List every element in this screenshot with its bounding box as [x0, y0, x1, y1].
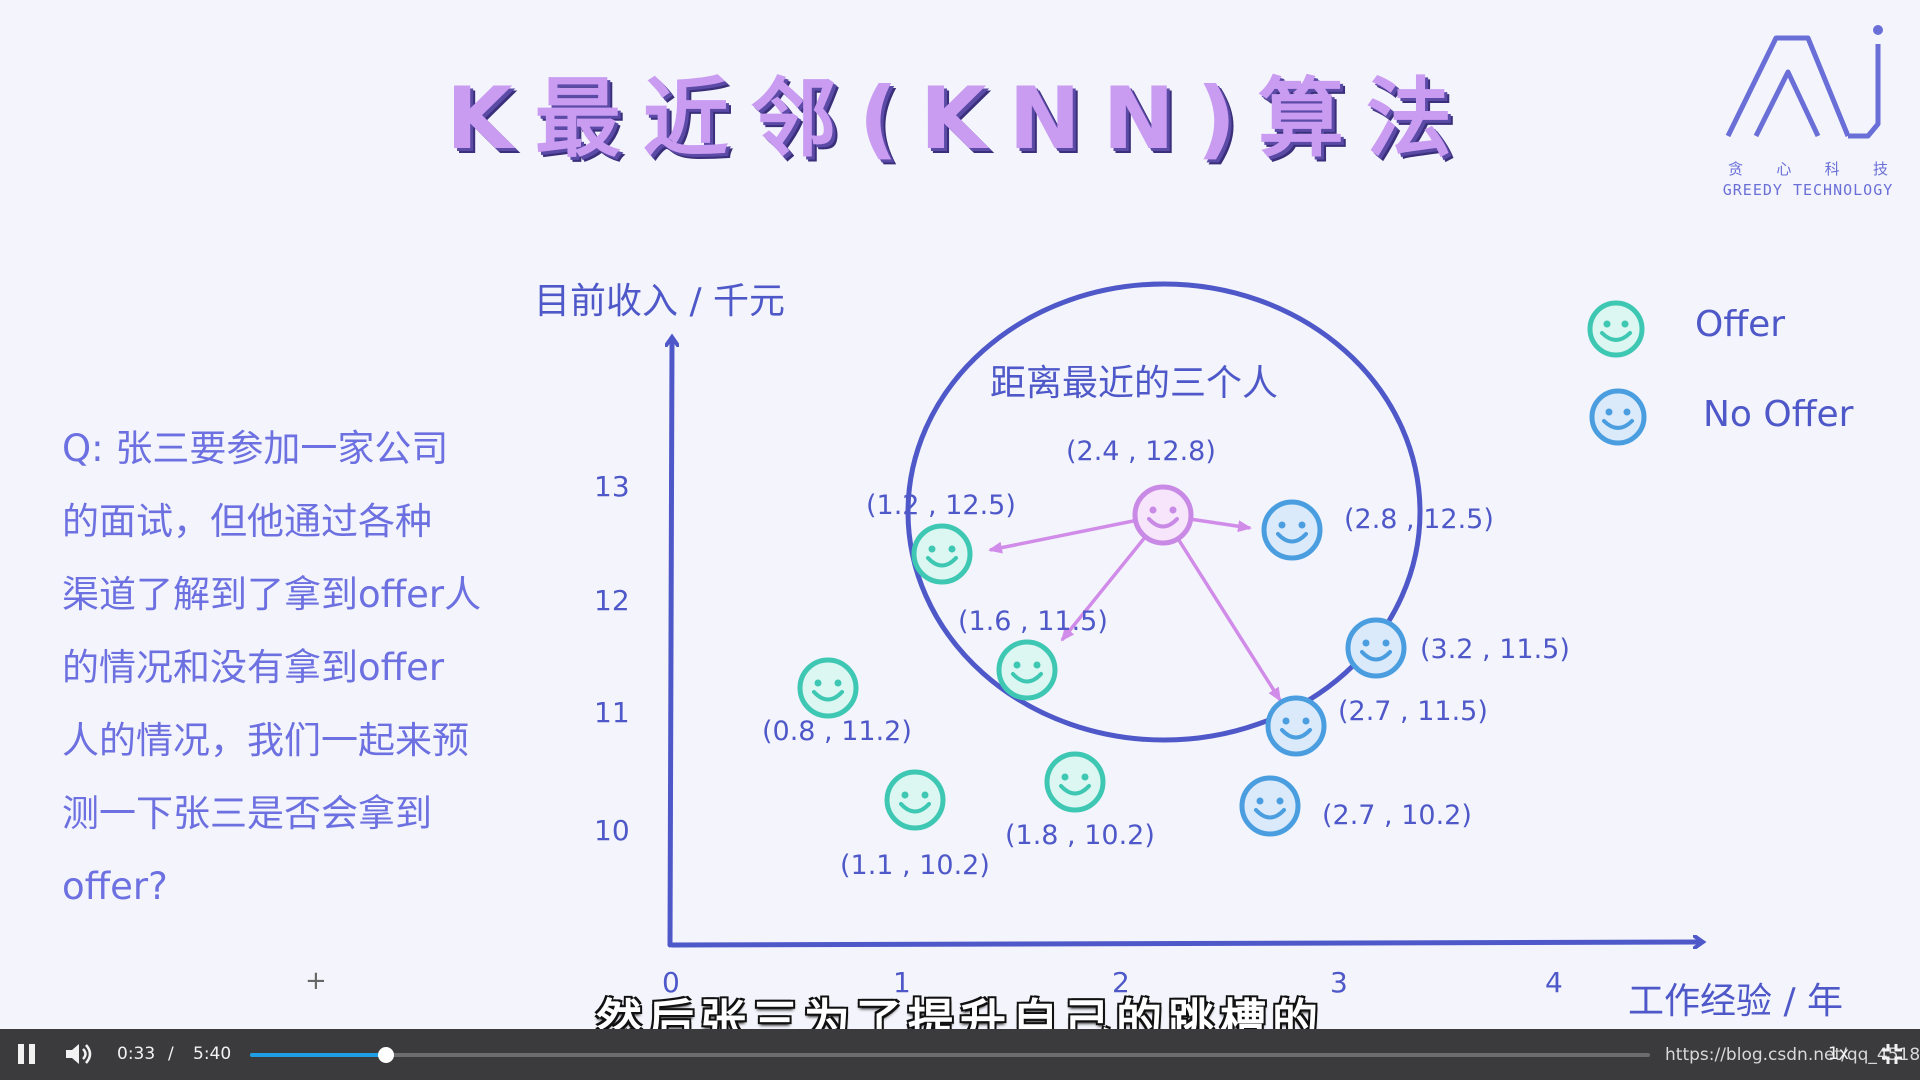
question-line: 的情况和没有拿到offer — [62, 646, 445, 689]
point-label: (1.1 , 10.2) — [840, 850, 990, 881]
question-text: Q: 张三要参加一家公司 的面试，但他通过各种 渠道了解到了拿到offer人 的… — [62, 412, 562, 923]
x-tick-label: 3 — [1330, 966, 1348, 999]
fullscreen-exit-button[interactable] — [1880, 1042, 1904, 1071]
point-label: (1.2 , 12.5) — [866, 490, 1016, 521]
point-label: (3.2 , 11.5) — [1420, 634, 1570, 665]
logo-char: 贪 — [1728, 160, 1744, 178]
x-tick-label: 0 — [662, 966, 680, 999]
question-line: 人的情况，我们一起来预 — [62, 719, 469, 762]
progress-fill — [250, 1053, 386, 1057]
y-tick-label: 10 — [594, 814, 630, 847]
legend-offer-label: Offer — [1695, 304, 1786, 345]
video-frame: K最近邻(KNN)算法 贪 心 科 技 GREEDY TECHNOLOGY Q:… — [0, 25, 1920, 1029]
offer-point-smiley-icon — [797, 657, 859, 719]
x-tick-label: 1 — [893, 966, 911, 999]
point-label: (1.8 , 10.2) — [1005, 820, 1155, 851]
y-tick-label: 13 — [594, 470, 630, 503]
x-axis-label: 工作经验 / 年 — [1628, 981, 1844, 1022]
duration: 5:40 — [193, 1044, 232, 1064]
nearest-neighbors-circle — [905, 281, 1423, 743]
legend-no-offer-icon — [1589, 388, 1647, 446]
offer-point-smiley-icon — [884, 769, 946, 831]
question-line: offer? — [62, 865, 168, 908]
no-offer-point-smiley-icon — [1239, 775, 1301, 837]
query-point-label: (2.4 , 12.8) — [1066, 436, 1216, 467]
question-line: 渠道了解到了拿到offer人 — [62, 573, 482, 616]
logo-chinese-text: 贪 心 科 技 — [1728, 158, 1888, 179]
logo-char: 科 — [1824, 160, 1840, 178]
offer-point-smiley-icon — [996, 639, 1058, 701]
greedy-logo-icon — [1725, 25, 1883, 139]
x-tick-label: 4 — [1545, 966, 1563, 999]
y-axis-line — [670, 340, 672, 948]
point-label: (2.7 , 11.5) — [1338, 696, 1488, 727]
time-separator: / — [168, 1044, 174, 1064]
no-offer-point-smiley-icon — [1345, 617, 1407, 679]
logo-char: 技 — [1872, 160, 1888, 178]
pause-icon — [18, 1044, 35, 1064]
volume-icon — [66, 1044, 92, 1064]
neighbor-arrow — [1161, 514, 1282, 702]
circle-label: 距离最近的三个人 — [990, 363, 1279, 404]
question-line: 测一下张三是否会拿到 — [62, 792, 432, 835]
legend-offer-icon — [1587, 300, 1645, 358]
playback-speed-button[interactable]: 1x — [1828, 1044, 1849, 1064]
current-time: 0:33 — [117, 1044, 156, 1064]
y-tick-label: 11 — [594, 696, 630, 729]
point-label: (1.6 , 11.5) — [958, 606, 1108, 637]
progress-bar[interactable] — [250, 1047, 1650, 1063]
knn-scatter-chart — [0, 281, 1920, 1029]
x-tick-label: 2 — [1112, 966, 1130, 999]
question-line: 的面试，但他通过各种 — [62, 500, 432, 543]
no-offer-point-smiley-icon — [1261, 499, 1323, 561]
query-point-smiley-icon — [1132, 484, 1194, 546]
point-label: (0.8 , 11.2) — [762, 716, 912, 747]
fullscreen-exit-icon — [1882, 1044, 1902, 1064]
offer-point-smiley-icon — [911, 523, 973, 585]
watermark-url: https://blog.csdn.net/qq_45180962 — [1665, 1045, 1920, 1065]
volume-button[interactable] — [64, 1041, 94, 1072]
video-control-bar: 0:33 / 5:40 https://blog.csdn.net/qq_451… — [0, 1029, 1920, 1080]
slide-title: K最近邻(KNN)算法 — [446, 69, 1474, 169]
x-axis-line — [669, 942, 1700, 945]
question-line: Q: 张三要参加一家公司 — [62, 427, 449, 470]
no-offer-point-smiley-icon — [1265, 695, 1327, 757]
point-label: (2.8 , 12.5) — [1344, 504, 1494, 535]
legend-no-offer-label: No Offer — [1703, 394, 1854, 435]
logo-char: 心 — [1776, 160, 1792, 178]
point-label: (2.7 , 10.2) — [1322, 800, 1472, 831]
offer-point-smiley-icon — [1044, 751, 1106, 813]
pause-button[interactable] — [16, 1041, 38, 1072]
video-subtitle: 然后张三为了提升自己的跳槽的 — [596, 994, 1324, 1029]
y-axis-label: 目前收入 / 千元 — [534, 281, 786, 322]
progress-knob[interactable] — [377, 1047, 394, 1063]
logo-english-text: GREEDY TECHNOLOGY — [1722, 181, 1894, 199]
crosshair-icon: + — [305, 966, 327, 996]
y-tick-label: 12 — [594, 584, 630, 617]
